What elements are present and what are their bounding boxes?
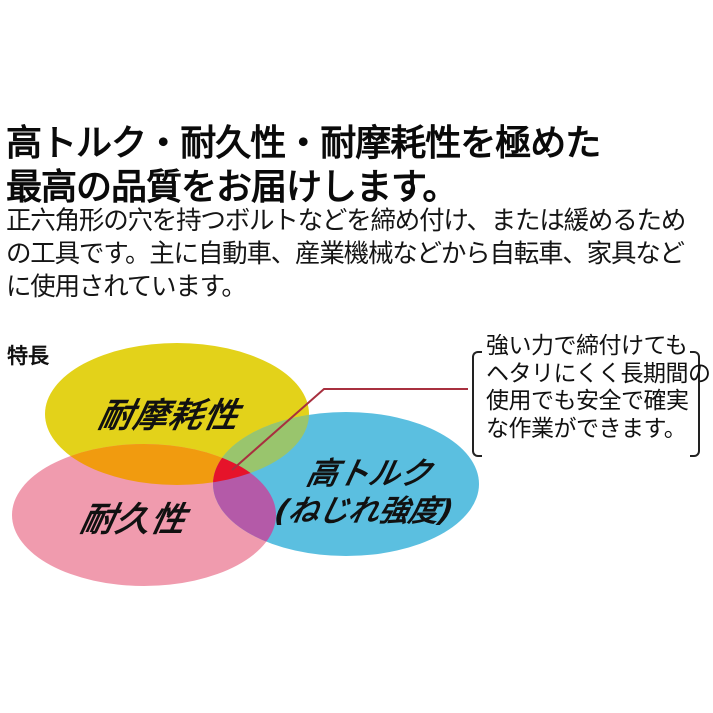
headline-line-2: 最高の品質をお届けします。 [6, 166, 458, 208]
right-bracket [690, 351, 700, 457]
description-line-2: の工具です。主に自動車、産業機械などから自転車、家具など [6, 239, 685, 269]
callout-line-3: 使用でも安全で確実 [486, 388, 689, 414]
features-label: 特長 [7, 344, 49, 368]
torque-sublabel: (ねじれ強度) [271, 494, 457, 529]
headline-line-1: 高トルク・耐久性・耐摩耗性を極めた [6, 122, 601, 164]
callout-line-4: な作業ができます。 [486, 415, 687, 442]
headline: 高トルク・耐久性・耐摩耗性を極めた 最高の品質をお届けします。 [6, 121, 711, 209]
description-line-1: 正六角形の穴を持つボルトなどを締め付け、または緩めるため [6, 206, 686, 236]
description-line-3: に使用されています。 [6, 272, 247, 302]
callout-text: 強い力で締付けても ヘタリにくく長期間の 使用でも安全で確実 な作業ができます。 [486, 333, 711, 443]
callout-line-2: ヘタリにくく長期間の [486, 360, 711, 387]
wear-resistance-label: 耐摩耗性 [95, 396, 244, 436]
callout-line-1: 強い力で締付けても [486, 333, 688, 359]
callout-note: 強い力で締付けても ヘタリにくく長期間の 使用でも安全で確実 な作業ができます。 [470, 333, 711, 467]
leader-line [231, 388, 468, 471]
durability-label: 耐久性 [77, 500, 191, 540]
description: 正六角形の穴を持つボルトなどを締め付け、または緩めるため の工具です。主に自動車… [6, 205, 711, 304]
overlap-wear-torque [213, 412, 309, 485]
left-bracket [472, 351, 482, 457]
